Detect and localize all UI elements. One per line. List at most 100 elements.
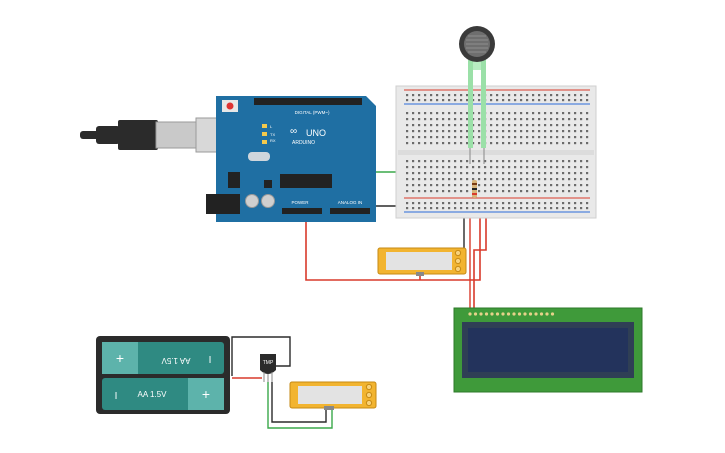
breadboard-hole[interactable]: [556, 118, 559, 121]
breadboard-hole[interactable]: [490, 190, 493, 193]
arduino-uno-board[interactable]: DIGITAL (PWM~) ∞ UNO ARDUINO L TX RX POW…: [206, 96, 376, 222]
breadboard-hole[interactable]: [574, 118, 577, 121]
breadboard-hole[interactable]: [424, 178, 427, 181]
breadboard-hole[interactable]: [472, 166, 475, 169]
breadboard-hole[interactable]: [532, 190, 535, 193]
breadboard-hole[interactable]: [544, 184, 547, 187]
breadboard-hole[interactable]: [502, 94, 505, 97]
breadboard-hole[interactable]: [532, 130, 535, 133]
breadboard-hole[interactable]: [478, 118, 481, 121]
breadboard-hole[interactable]: [442, 166, 445, 169]
breadboard-hole[interactable]: [418, 178, 421, 181]
breadboard-hole[interactable]: [436, 160, 439, 163]
breadboard-hole[interactable]: [550, 190, 553, 193]
breadboard-hole[interactable]: [430, 112, 433, 115]
breadboard-hole[interactable]: [406, 190, 409, 193]
breadboard-hole[interactable]: [586, 94, 589, 97]
breadboard-hole[interactable]: [490, 112, 493, 115]
breadboard-hole[interactable]: [526, 124, 529, 127]
breadboard-hole[interactable]: [520, 172, 523, 175]
breadboard-hole[interactable]: [532, 160, 535, 163]
breadboard-hole[interactable]: [574, 202, 577, 205]
breadboard-hole[interactable]: [562, 118, 565, 121]
breadboard-hole[interactable]: [406, 99, 409, 102]
breadboard-hole[interactable]: [442, 118, 445, 121]
breadboard-hole[interactable]: [526, 142, 529, 145]
breadboard-hole[interactable]: [502, 99, 505, 102]
breadboard-hole[interactable]: [418, 184, 421, 187]
breadboard-hole[interactable]: [538, 207, 541, 210]
breadboard-hole[interactable]: [502, 124, 505, 127]
breadboard-hole[interactable]: [532, 184, 535, 187]
breadboard-hole[interactable]: [478, 207, 481, 210]
breadboard-hole[interactable]: [568, 190, 571, 193]
breadboard-hole[interactable]: [568, 142, 571, 145]
breadboard-hole[interactable]: [568, 112, 571, 115]
breadboard-hole[interactable]: [490, 118, 493, 121]
breadboard-hole[interactable]: [526, 130, 529, 133]
breadboard-hole[interactable]: [448, 99, 451, 102]
breadboard-hole[interactable]: [460, 166, 463, 169]
breadboard-hole[interactable]: [436, 94, 439, 97]
breadboard-hole[interactable]: [538, 190, 541, 193]
breadboard-hole[interactable]: [514, 166, 517, 169]
breadboard-hole[interactable]: [508, 190, 511, 193]
breadboard-hole[interactable]: [508, 112, 511, 115]
breadboard-hole[interactable]: [466, 142, 469, 145]
breadboard-hole[interactable]: [472, 118, 475, 121]
breadboard-hole[interactable]: [586, 172, 589, 175]
breadboard-hole[interactable]: [424, 142, 427, 145]
breadboard-hole[interactable]: [442, 178, 445, 181]
breadboard-hole[interactable]: [544, 118, 547, 121]
breadboard-hole[interactable]: [412, 184, 415, 187]
breadboard-hole[interactable]: [586, 118, 589, 121]
breadboard-hole[interactable]: [454, 124, 457, 127]
breadboard-hole[interactable]: [580, 112, 583, 115]
breadboard-hole[interactable]: [418, 99, 421, 102]
wire-red-5v-loop[interactable]: [305, 205, 481, 281]
breadboard-hole[interactable]: [460, 142, 463, 145]
breadboard-hole[interactable]: [514, 184, 517, 187]
breadboard-hole[interactable]: [442, 124, 445, 127]
breadboard-hole[interactable]: [538, 172, 541, 175]
breadboard-hole[interactable]: [586, 142, 589, 145]
lcd-pin[interactable]: [484, 312, 489, 316]
breadboard-hole[interactable]: [526, 172, 529, 175]
breadboard-hole[interactable]: [580, 130, 583, 133]
breadboard-hole[interactable]: [496, 136, 499, 139]
resistor[interactable]: [472, 180, 477, 198]
breadboard-hole[interactable]: [514, 130, 517, 133]
breadboard-hole[interactable]: [574, 172, 577, 175]
breadboard-hole[interactable]: [574, 166, 577, 169]
breadboard-hole[interactable]: [472, 160, 475, 163]
breadboard-hole[interactable]: [550, 99, 553, 102]
breadboard-hole[interactable]: [544, 124, 547, 127]
lcd-display[interactable]: [453, 307, 643, 393]
breadboard-hole[interactable]: [508, 172, 511, 175]
breadboard-hole[interactable]: [490, 207, 493, 210]
breadboard-hole[interactable]: [472, 136, 475, 139]
breadboard[interactable]: [395, 85, 597, 219]
breadboard-hole[interactable]: [538, 130, 541, 133]
breadboard-hole[interactable]: [418, 118, 421, 121]
breadboard-hole[interactable]: [580, 99, 583, 102]
breadboard-hole[interactable]: [418, 172, 421, 175]
breadboard-hole[interactable]: [424, 112, 427, 115]
breadboard-hole[interactable]: [550, 94, 553, 97]
breadboard-hole[interactable]: [574, 178, 577, 181]
breadboard-hole[interactable]: [568, 207, 571, 210]
breadboard-hole[interactable]: [454, 172, 457, 175]
breadboard-hole[interactable]: [412, 112, 415, 115]
breadboard-hole[interactable]: [526, 178, 529, 181]
breadboard-hole[interactable]: [496, 190, 499, 193]
breadboard-hole[interactable]: [490, 184, 493, 187]
breadboard-hole[interactable]: [502, 190, 505, 193]
breadboard-hole[interactable]: [544, 202, 547, 205]
breadboard-hole[interactable]: [418, 207, 421, 210]
breadboard-hole[interactable]: [532, 178, 535, 181]
breadboard-hole[interactable]: [448, 118, 451, 121]
breadboard-hole[interactable]: [454, 130, 457, 133]
dc-power-jack[interactable]: [206, 194, 240, 214]
breadboard-hole[interactable]: [580, 178, 583, 181]
lcd-pin[interactable]: [512, 312, 516, 316]
